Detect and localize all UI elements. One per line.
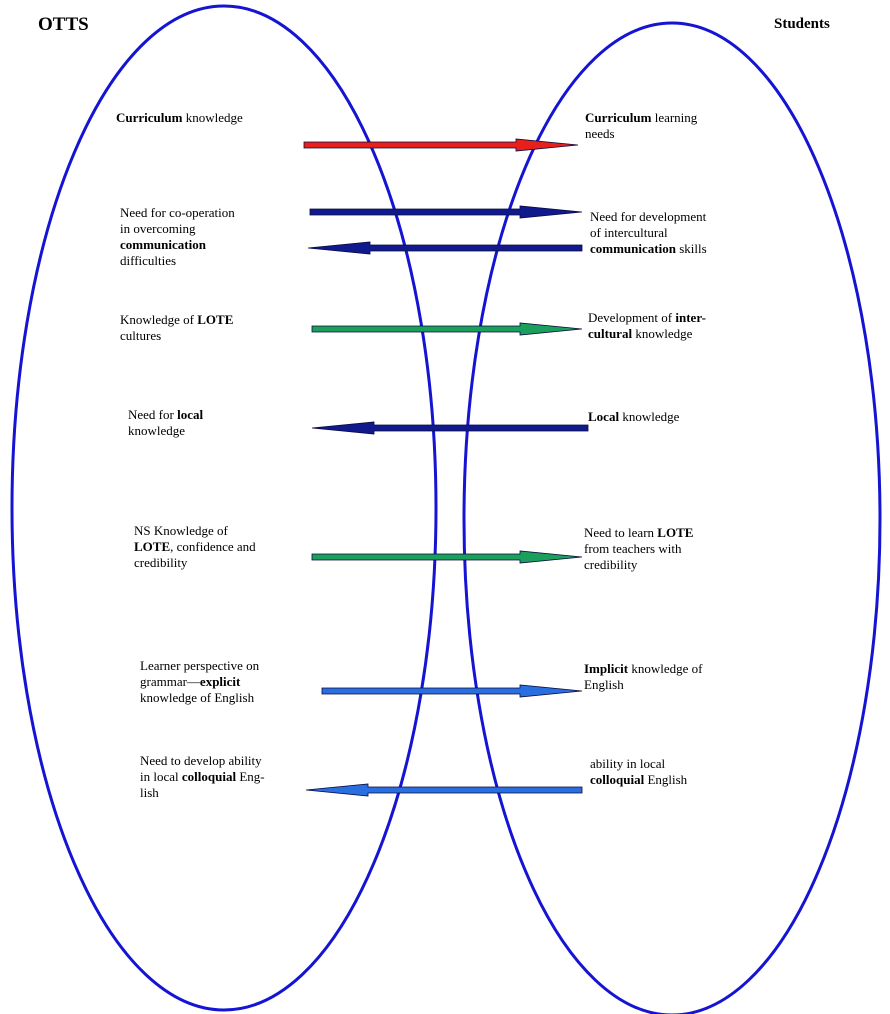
- arrow-left-row-2: [307, 241, 583, 255]
- arrow-right-row-5: [311, 550, 583, 564]
- arrow-left-row-4: [311, 421, 589, 435]
- otts-label-curriculum: Curriculum knowledge: [116, 110, 243, 125]
- arrow-right-row-1: [303, 138, 579, 152]
- otts-heading: OTTS: [38, 14, 89, 35]
- arrow-right-row-6: [321, 684, 583, 698]
- students-label-local: Local knowledge: [588, 409, 680, 424]
- arrow-right-row-3: [311, 322, 583, 336]
- arrow-left-row-7: [305, 783, 583, 797]
- students-heading: Students: [774, 16, 830, 32]
- students-label-development: Development of inter-cultural knowledge: [588, 310, 706, 341]
- students-ellipse: [462, 21, 882, 1014]
- arrow-right-row-2: [309, 205, 583, 219]
- otts-ellipse: [10, 4, 438, 1012]
- students-label-implicit: Implicit knowledge of English: [584, 661, 703, 692]
- arrow-layer: [303, 138, 589, 797]
